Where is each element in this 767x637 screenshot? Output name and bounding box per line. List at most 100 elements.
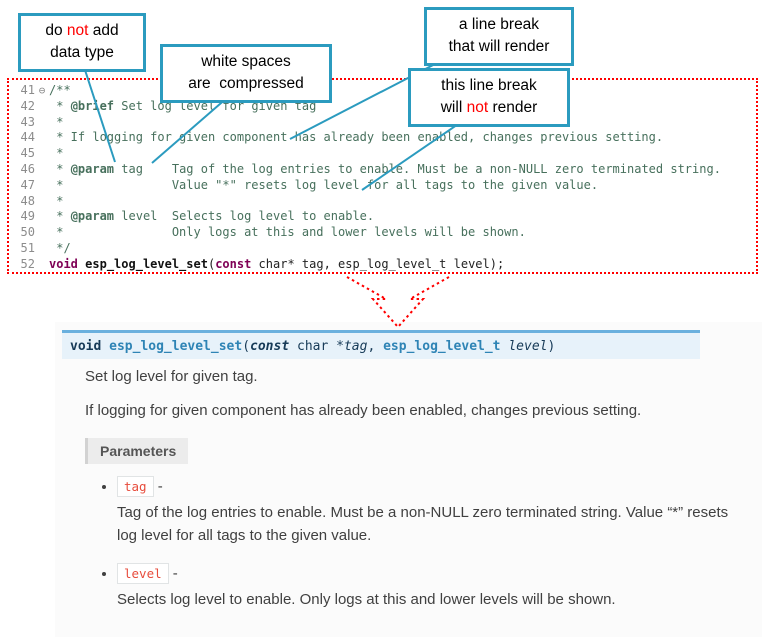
text-segment: level Selects log level to enable. [114,209,375,224]
text-segment: * [49,209,71,224]
line-number: 48 [20,193,35,208]
code-text: * [49,194,63,208]
text-segment: * Only logs at this and lower levels wil… [49,225,526,240]
callout-white-spaces-compressed: white spaces are compressed [160,44,332,103]
text-segment: @param [70,161,115,176]
text-segment: const [215,256,252,271]
detail-paragraph: If logging for given component has alrea… [85,402,642,419]
line-number: 49 [20,209,35,224]
text-segment: esp_log_level_set [109,339,243,354]
code-text: * @param level Selects log level to enab… [49,209,374,223]
text-segment: const [250,339,290,354]
text-segment: data type [50,44,114,62]
text-segment: * [49,193,64,208]
text-segment: level [508,339,548,354]
brief-paragraph: Set log level for given tag. [85,368,258,385]
callout-line-break-renders: a line break that will render [424,7,574,66]
callout-line-text: data type [27,42,137,64]
code-line: 48 * [13,194,756,210]
text-segment: @param [70,209,115,224]
text-segment: * [49,146,64,161]
code-line: 45 * [13,146,756,162]
param-name-chip: level [117,563,169,584]
text-segment: this line break [441,77,537,94]
parameters-list: tag - Tag of the log entries to enable. M… [95,476,742,630]
code-text: * [49,146,63,160]
line-number: 45 [20,146,35,161]
code-line: 44 * If logging for given component has … [13,130,756,146]
line-number: 47 [20,177,35,192]
text-segment: void [49,256,78,271]
code-line: 52 void esp_log_level_set(const char* tag… [13,257,756,273]
code-text: void esp_log_level_set(const char* tag, … [49,257,504,271]
text-segment: * [49,161,71,176]
text-segment: * [49,114,64,129]
param-dash: - [168,565,178,582]
text-segment: add [88,22,119,39]
text-segment: ( [207,256,216,271]
callout-line-text: do not add [27,20,137,42]
code-editor: 41⊖/** 42 * @brief Set log level for give… [7,78,758,274]
param-description: Tag of the log entries to enable. Must b… [117,504,729,544]
text-segment: , [367,339,384,354]
text-segment: ( [242,339,251,354]
text-segment: white spaces [201,53,291,70]
code-text: * [49,115,63,129]
text-segment: are compressed [188,75,304,93]
code-line: 43 * [13,115,756,131]
line-number: 46 [20,161,35,176]
code-text: * Value "*" resets log level for all tag… [49,178,598,192]
code-line: 42 * @brief Set log level for given tag [13,99,756,115]
param-description: Selects log level to enable. Only logs a… [117,591,616,608]
line-number: 52 [20,256,35,271]
param-dash: - [153,478,163,495]
line-number: 44 [20,130,35,145]
text-segment: that will render [448,38,550,56]
text-segment: not [66,22,89,39]
callout-line-text: this line break [417,75,561,97]
code-lines: 41⊖/** 42 * @brief Set log level for give… [13,83,756,273]
text-segment: render [488,99,538,117]
callout-line-text: a line break [433,14,565,36]
text-segment: esp_log_level_set [85,256,208,271]
callout-line-break-not-render: this line break will not render [408,68,570,127]
line-number: 43 [20,114,35,129]
callout-line-text: are compressed [169,73,323,95]
text-segment: * Value "*" resets log level for all tag… [49,177,599,192]
text-segment: tag [343,339,368,354]
text-segment: esp_log_level_t [383,339,501,354]
parameters-label: Parameters [85,438,189,464]
parameter-item: tag - Tag of the log entries to enable. M… [117,476,742,547]
function-signature: void esp_log_level_set(const char *tag, … [62,330,700,359]
fold-marker-icon: ⊖ [38,84,46,97]
code-line: 47 * Value "*" resets log level for all … [13,178,756,194]
text-segment: tag Tag of the log entries to enable. Mu… [114,161,721,176]
text-segment: not [466,99,489,117]
code-line: 50 * Only logs at this and lower levels … [13,225,756,241]
text-segment: */ [49,240,71,255]
code-line: 49 * @param level Selects log level to e… [13,209,756,225]
parameter-item: level - Selects log level to enable. Only… [117,563,742,612]
code-text: * If logging for given component has alr… [49,130,663,144]
code-text: /** [49,83,71,97]
code-line: 46 * @param tag Tag of the log entries t… [13,162,756,178]
line-number: 50 [20,225,35,240]
dotted-arrow-down-icon [346,276,450,329]
text-segment: will [440,99,467,117]
text-segment: * If logging for given component has alr… [49,130,664,145]
line-number: 41 [20,83,35,97]
callout-do-not-add-data-type: do not add data type [18,13,146,72]
callout-line-text: white spaces [169,51,323,73]
line-number: 51 [20,240,35,255]
text-segment: do [45,22,67,39]
text-segment: /** [49,83,71,97]
callout-line-text: that will render [433,36,565,58]
text-segment: char * [289,339,344,354]
param-name-chip: tag [117,476,154,497]
text-segment: @brief [70,98,115,113]
rendered-docs-panel: void esp_log_level_set(const char *tag, … [55,322,762,637]
code-text: * Only logs at this and lower levels wil… [49,225,526,239]
callout-line-text: will not render [417,97,561,119]
text-segment: char* tag, esp_log_level_t level); [251,256,505,271]
